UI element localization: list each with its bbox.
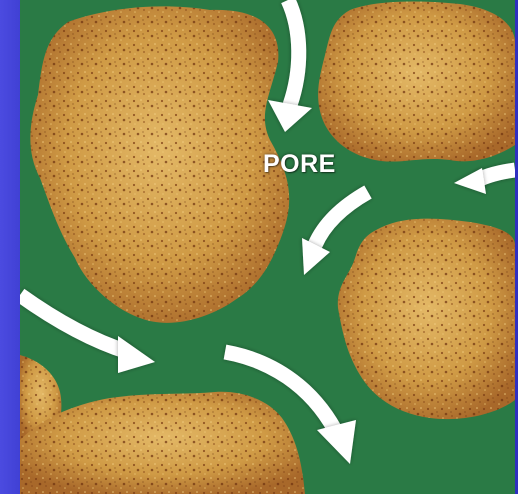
pore-diagram-svg xyxy=(20,0,515,494)
pore-diagram: PORE xyxy=(20,0,515,494)
pore-label: PORE xyxy=(263,150,336,179)
grain-top-right xyxy=(318,2,515,162)
